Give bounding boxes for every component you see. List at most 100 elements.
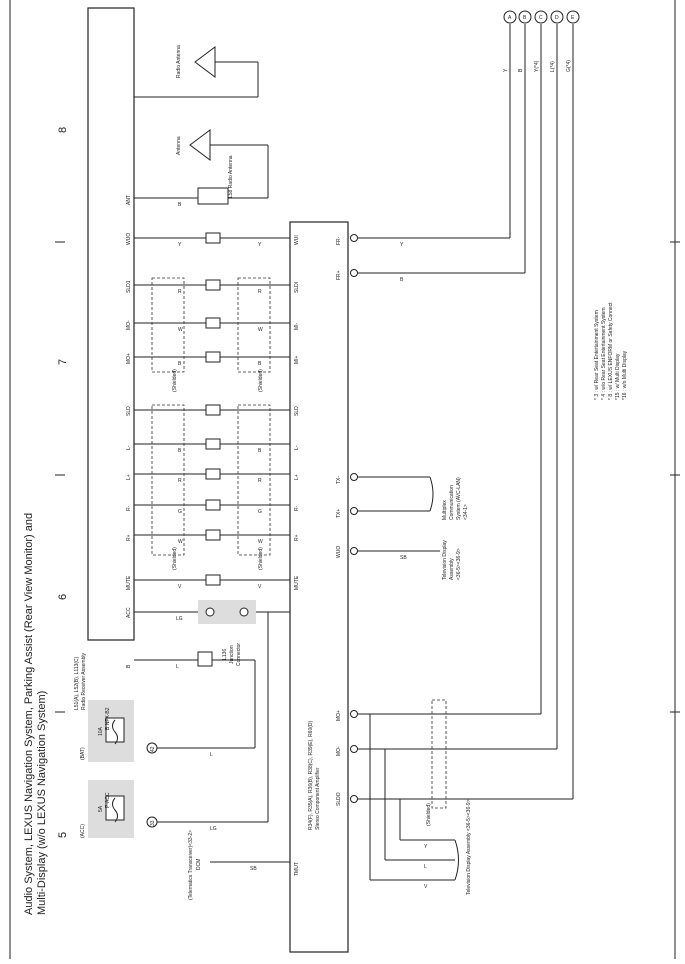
shield-mid-right (237, 277, 271, 373)
amp-pin-mute: MUTE (294, 575, 300, 590)
amp-wuo-terminal (350, 547, 358, 555)
junction-l136 (197, 651, 213, 667)
l58-radio-antenna-box (197, 187, 229, 205)
radio-receiver-box (87, 7, 135, 641)
shield-label-1: (Shielded) (172, 369, 178, 392)
shield-label-4: (Shielded) (258, 547, 264, 570)
wc-tv-2: L (424, 864, 427, 870)
title-line-2: Multi-Display (w/o LEXUS Navigation Syst… (36, 691, 48, 915)
junction-label-2: Connector (236, 643, 242, 666)
conn-wuo (205, 232, 221, 244)
amp-pin-l-minus: L- (294, 445, 300, 450)
amp-pin-fr-plus: FR+ (336, 270, 342, 280)
conn-sld1 (205, 279, 221, 291)
wc-wuo-2: Y (258, 242, 262, 248)
amp-pin-r-plus: R+ (294, 534, 300, 541)
wc-tv-1: Y (424, 844, 428, 850)
amp-pin-wui: WUI (294, 235, 300, 245)
pin-ant: ANT (126, 195, 132, 205)
note-1: * 3 : w/ Rear Seat Entertainment System (594, 310, 600, 400)
fuse-10a-source: (BAT) (80, 747, 86, 760)
amp-mo-plus-terminal (350, 710, 358, 718)
page-marker-5: 5 (57, 832, 69, 838)
conn-r-minus (205, 499, 221, 511)
wc-mo-plus-2: B (258, 361, 262, 367)
conn-mute (205, 574, 221, 586)
junction-label-1: Junction (229, 645, 235, 664)
amp-pin-mi-minus: MI- (294, 322, 300, 330)
fuse-5a-sub: P-ACC (105, 792, 111, 808)
fuse-5a (105, 795, 125, 821)
wc-wuo: Y (178, 242, 182, 248)
amp-pin-wuo: WUO (336, 546, 342, 558)
radio-pin-l-plus: L+ (126, 474, 132, 480)
wc-sld1: R (178, 289, 182, 295)
tv-display-line-2: Assembly (449, 558, 455, 580)
shield-mid-left (151, 277, 185, 373)
connector-label-a: A (508, 15, 512, 21)
shield-label-3: (Shielded) (172, 547, 178, 570)
bus-label-b: B (518, 68, 524, 72)
bus-label-a: Y (503, 68, 509, 72)
antenna-icon (189, 129, 211, 161)
amp-tx-minus-terminal (350, 473, 358, 481)
radio-antenna-label: Radio Antenna (176, 45, 182, 78)
connector-label-c: C (539, 15, 543, 21)
conn-sld (205, 404, 221, 416)
amp-mo-minus-terminal (350, 745, 358, 753)
wc-tmut: SB (250, 866, 257, 872)
conn-acc-b (239, 607, 249, 617)
note-2: * 4 : w/o Rear Seat Entertainment System (601, 307, 607, 400)
conn-mo-plus (205, 351, 221, 363)
amp-pin-l-plus: L+ (294, 474, 300, 480)
amp-pin-mo-minus: MO- (336, 746, 342, 756)
amplifier-box (289, 221, 349, 953)
note-4: *15 : w/ Multi Display (615, 353, 621, 400)
bus-label-d: L(*4) (550, 61, 556, 72)
amplifier-label-1: R34(F), R35(A), R36(B), R38(C), R39(E), … (308, 720, 314, 830)
wc-bat: L (210, 752, 213, 758)
amp-pin-tmut: TMUT (294, 862, 300, 876)
amp-sldo-terminal (350, 795, 358, 803)
bus-label-c: Y(*4) (534, 60, 540, 72)
junction-ref: L136 (222, 649, 228, 660)
title-line-1: Audio System, LEXUS Navigation System, P… (23, 513, 35, 915)
note-3: * 8 : w/ LEXUS ENFORM or Safety Connect (608, 302, 614, 400)
fuse-10a-symbol (112, 719, 118, 745)
wc-acc-2: LG (210, 826, 217, 832)
conn-mo-minus (205, 317, 221, 329)
antenna-label: Antenna (176, 136, 182, 155)
fuse-10a (105, 717, 125, 743)
shield-right (237, 404, 271, 556)
wc-wuo-tv: SB (400, 555, 407, 561)
amp-fr-plus-terminal (350, 269, 358, 277)
amp-pin-tx-minus: TX- (336, 476, 342, 484)
fuse-5a-symbol (112, 797, 118, 823)
wc-acc: LG (176, 616, 183, 622)
amp-pin-r-minus: R- (294, 505, 300, 511)
connector-label-d: D (555, 15, 559, 21)
radio-pin-sld1: SLD1 (126, 280, 132, 293)
amp-pin-fr-minus: FR- (336, 236, 342, 245)
wc-sld1-2: R (258, 289, 262, 295)
tv-display-line-1: Television Display (442, 540, 448, 580)
shield-label-5: (Shielded) (426, 803, 432, 826)
connector-c (534, 10, 548, 24)
amp-pin-mo-plus: MO+ (336, 710, 342, 721)
connector-label-b: B (523, 15, 527, 21)
amp-tx-plus-terminal (350, 507, 358, 515)
wc-tv-3: V (424, 884, 428, 890)
radio-pin-sld: SLD (126, 406, 132, 416)
radio-pin-acc: ACC (126, 607, 132, 618)
wc-r-minus: G (178, 509, 182, 515)
page-marker-8: 8 (57, 127, 69, 133)
amp-fr-minus-terminal (350, 234, 358, 242)
conn-l-minus (205, 438, 221, 450)
wc-mute-2: V (258, 584, 262, 590)
wire-color-ant: B (178, 202, 182, 208)
wc-fr-plus: B (400, 277, 404, 283)
conn-r-plus (205, 529, 221, 541)
wc-mo-minus-2: W (258, 327, 263, 333)
connector-label-e: E (571, 15, 575, 21)
